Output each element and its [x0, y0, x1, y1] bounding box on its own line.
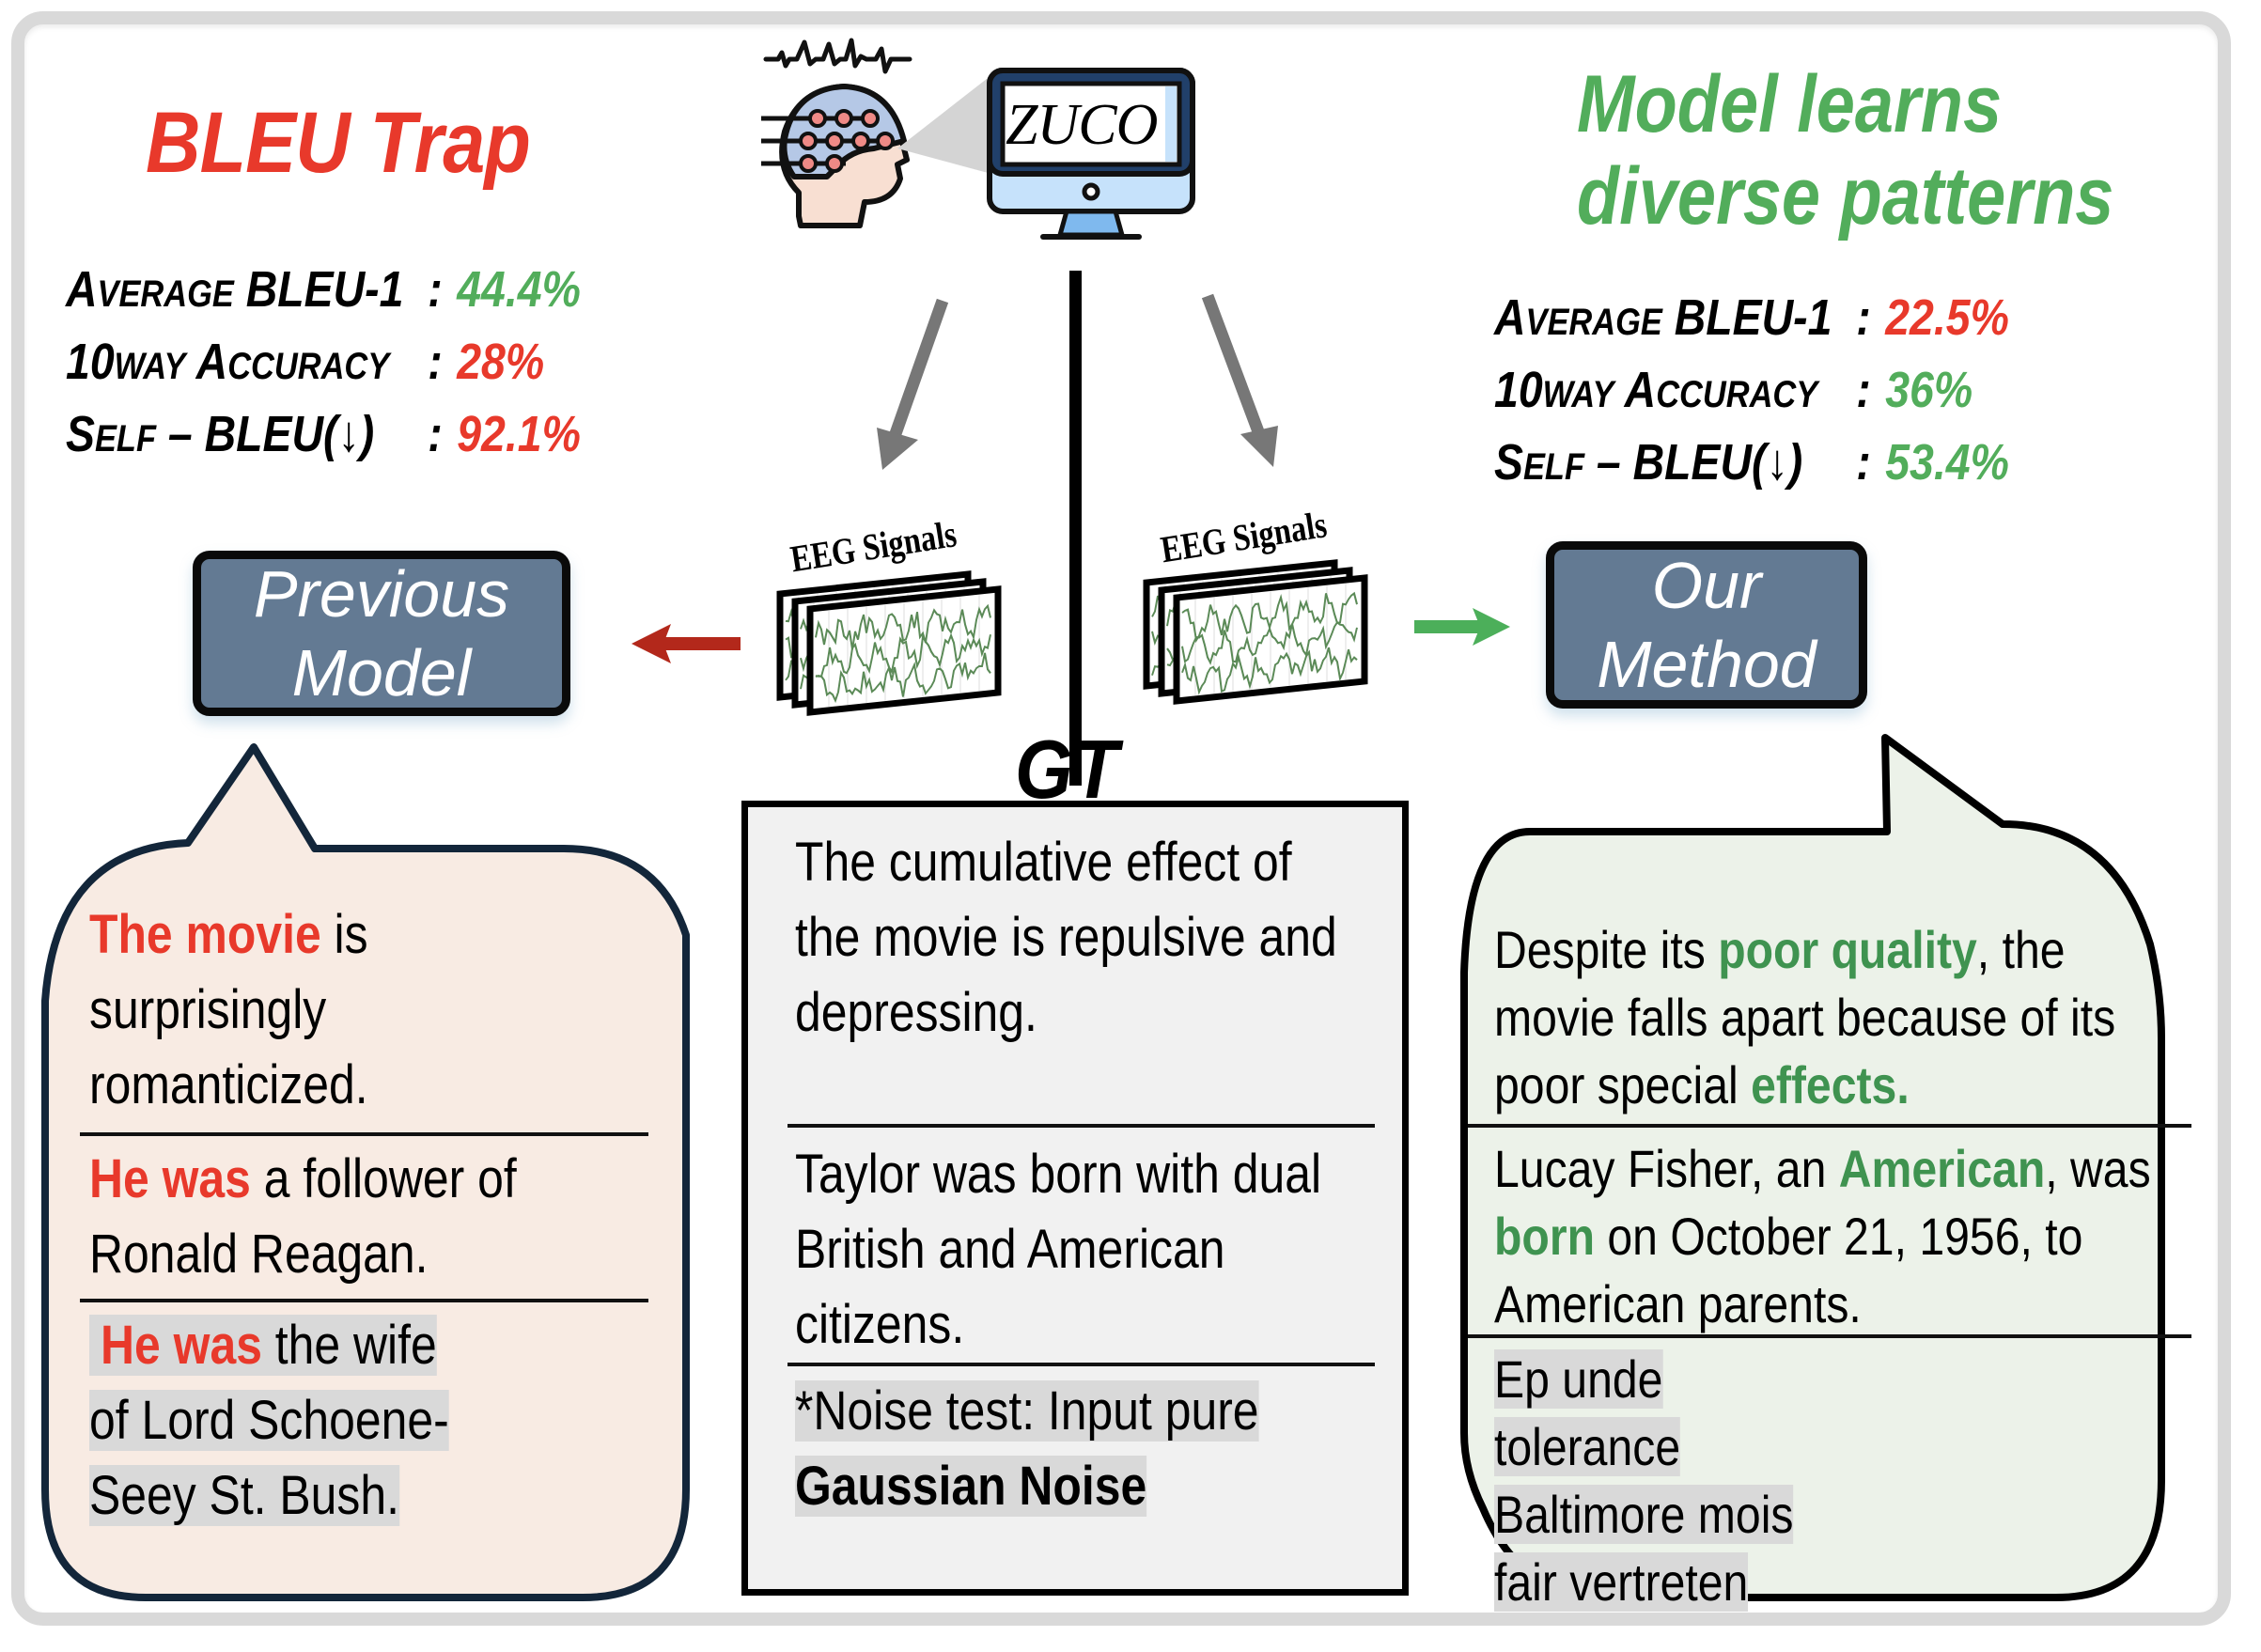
- previous-model-box: Previous Model: [193, 551, 570, 716]
- output-sentence: The movie is surprisingly romanticized.: [89, 904, 368, 1115]
- noise-output-sentence: Ep unde tolerance Baltimore mois fair ve…: [1494, 1349, 1794, 1612]
- metric-label: AVERAGE BLEU-1: [66, 261, 404, 318]
- metric-row-self-bleu: SELF – BLEU(↓) : 53.4%: [1494, 429, 2009, 501]
- figure-frame: [11, 11, 2231, 1626]
- eeg-trace: [1181, 647, 1358, 695]
- metric-row-bleu: AVERAGE BLEU-1 : 22.5%: [1494, 284, 2009, 356]
- eeg-signal-stack-icon: [1143, 559, 1368, 705]
- left-outputs-2: He was a follower of Ronald Reagan.: [89, 1142, 653, 1292]
- right-output-3: Ep unde tolerance Baltimore mois fair ve…: [1494, 1346, 2190, 1616]
- metric-value: 44.4%: [457, 261, 581, 318]
- center-divider: [1069, 271, 1082, 786]
- left-metrics: AVERAGE BLEU-1 : 44.4% 10WAY ACCURACY : …: [66, 256, 581, 473]
- arrow-down-right-icon: [1201, 293, 1278, 467]
- metric-row-self-bleu: SELF – BLEU(↓) : 92.1%: [66, 400, 581, 473]
- eeg-panel: [806, 585, 1002, 716]
- separator: [787, 1124, 1375, 1128]
- eeg-head-icon: [761, 38, 912, 228]
- separator: [1468, 1334, 2191, 1338]
- right-output-1: Despite its poor quality, the movie fall…: [1494, 916, 2190, 1119]
- eeg-trace: [1181, 620, 1358, 665]
- left-speech-bubble: [41, 743, 690, 1601]
- eeg-trace: [815, 603, 991, 650]
- metric-value: 28%: [457, 334, 545, 390]
- dataset-label: ZUCO: [1006, 93, 1158, 157]
- left-outputs-3: He was the wife of Lord Schoene-Seey St.…: [89, 1308, 653, 1534]
- eeg-signal-stack-icon: [776, 570, 1002, 716]
- metric-label: SELF – BLEU(↓): [1494, 434, 1803, 491]
- monitor-icon: [987, 68, 1195, 240]
- metric-value: 92.1%: [457, 406, 581, 462]
- arrow-right-icon: [1414, 608, 1510, 646]
- projection-cone: [897, 75, 991, 174]
- metric-row-bleu: AVERAGE BLEU-1 : 44.4%: [66, 256, 581, 328]
- output-sentence: He was a follower of Ronald Reagan.: [89, 1148, 517, 1285]
- metric-row-accuracy: 10WAY ACCURACY : 36%: [1494, 356, 2009, 429]
- noise-output-sentence: He was the wife of Lord Schoene-Seey St.…: [89, 1315, 449, 1526]
- gt-sentence: Taylor was born with dual British and Am…: [795, 1144, 1322, 1355]
- noise-test-note: *Noise test: Input pure Gaussian Noise: [795, 1380, 1259, 1517]
- gt-sentence: The cumulative effect of the movie is re…: [795, 832, 1337, 1043]
- separator: [787, 1363, 1375, 1366]
- metric-label: AVERAGE BLEU-1: [1494, 289, 1832, 346]
- metric-row-accuracy: 10WAY ACCURACY : 28%: [66, 328, 581, 400]
- right-output-2: Lucay Fisher, an American, was born on O…: [1494, 1135, 2190, 1338]
- right-metrics: AVERAGE BLEU-1 : 22.5% 10WAY ACCURACY : …: [1494, 284, 2009, 501]
- eeg-trace: [815, 652, 991, 704]
- metric-value: 53.4%: [1885, 434, 2009, 491]
- output-sentence: Lucay Fisher, an American, was born on O…: [1494, 1139, 2151, 1333]
- left-title: BLEU Trap: [146, 95, 531, 191]
- eeg-panel: [1173, 574, 1368, 705]
- metric-label: 10WAY ACCURACY: [66, 334, 390, 390]
- metric-value: 36%: [1885, 362, 1973, 418]
- our-method-box: Our Method: [1546, 541, 1867, 709]
- gt-label: GT: [1015, 723, 1118, 816]
- arrow-left-icon: [632, 624, 741, 663]
- metric-label: SELF – BLEU(↓): [66, 406, 375, 462]
- right-title: Model learns diverse patterns: [1577, 59, 2114, 242]
- left-outputs: The movie is surprisingly romanticized.: [89, 897, 653, 1123]
- separator: [80, 1299, 648, 1302]
- metric-value: 22.5%: [1885, 289, 2009, 346]
- separator: [1468, 1124, 2191, 1128]
- output-sentence: Despite its poor quality, the movie fall…: [1494, 920, 2116, 1114]
- eeg-trace: [815, 632, 991, 678]
- arrow-down-left-icon: [877, 298, 949, 470]
- separator: [80, 1132, 648, 1136]
- metric-label: 10WAY ACCURACY: [1494, 362, 1818, 418]
